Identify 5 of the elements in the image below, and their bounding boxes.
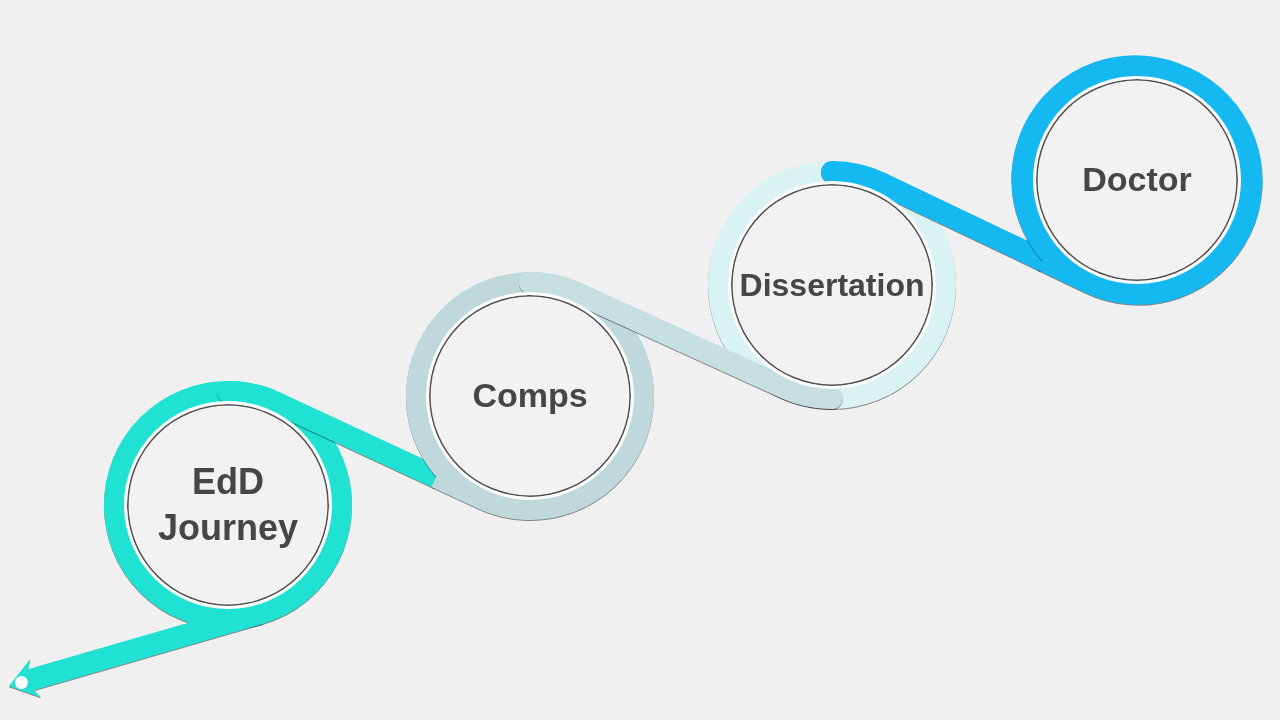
node-label: Comps	[472, 375, 588, 417]
node-label: Dissertation	[739, 265, 925, 305]
node-label: Doctor	[1082, 159, 1192, 201]
node-label: EdD Journey	[156, 459, 299, 550]
ribbon-connector	[519, 272, 843, 409]
